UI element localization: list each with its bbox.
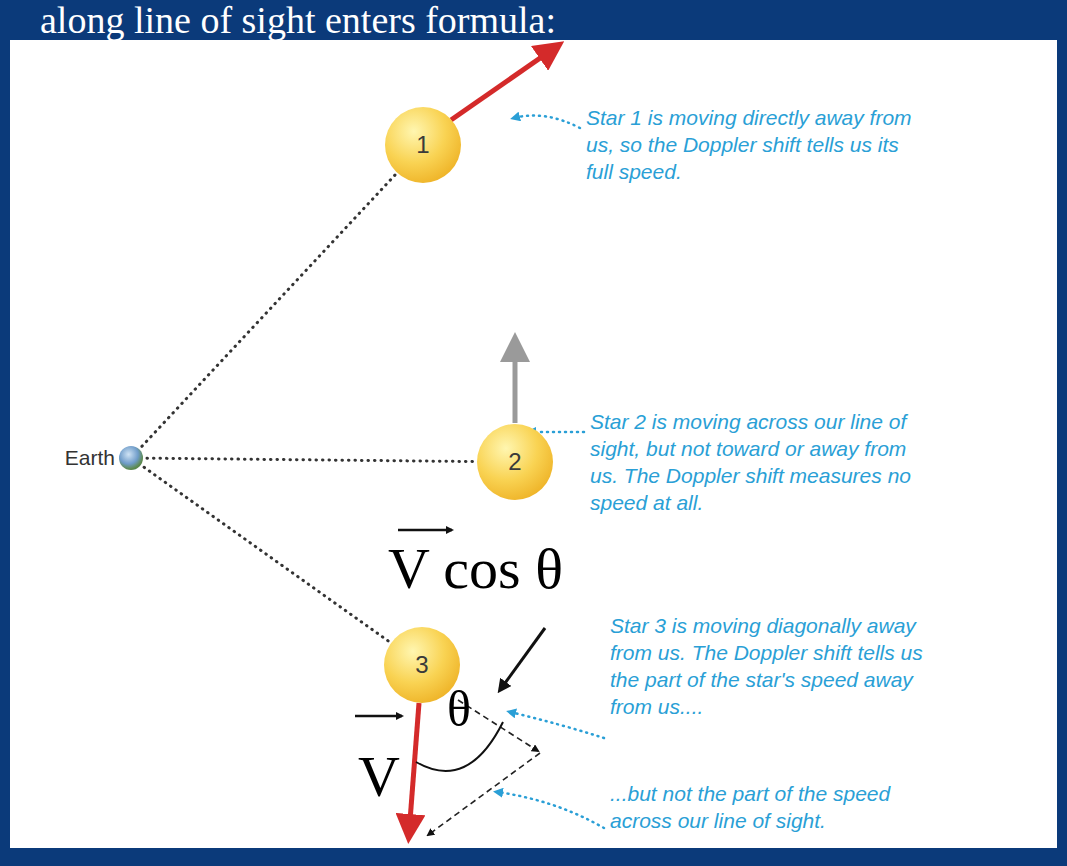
velocity-arrow [513, 342, 518, 423]
star-number: 1 [416, 131, 429, 159]
angle-symbol: θ [447, 684, 471, 734]
slide-title: along line of sight enters formula: [40, 0, 556, 40]
star-number: 3 [415, 651, 428, 679]
velocity-arrow [451, 47, 556, 120]
star-number: 2 [508, 448, 521, 476]
annotation-note: Star 3 is moving diagonally away from us… [610, 612, 950, 720]
vector-mark [355, 715, 402, 718]
vector-symbol: V [358, 748, 400, 806]
earth-label: Earth [65, 446, 115, 470]
annotation-note: Star 1 is moving directly away from us, … [586, 104, 926, 185]
leader-line [510, 712, 604, 738]
sight-line [147, 458, 477, 461]
velocity-arrow [409, 703, 419, 834]
star-circle: 2 [477, 424, 553, 500]
leader-line [497, 792, 604, 828]
sight-line [144, 467, 391, 643]
annotation-note: ...but not the part of the speed across … [610, 780, 950, 834]
vector-mark [398, 529, 452, 532]
earth-circle: Earth [119, 446, 143, 470]
sight-line [142, 173, 397, 447]
component-formula: V cos θ [388, 540, 563, 598]
leader-line [514, 116, 580, 128]
component-line [428, 753, 540, 835]
pointer-arrow [500, 628, 545, 690]
star-circle: 1 [385, 107, 461, 183]
annotation-note: Star 2 is moving across our line of sigh… [590, 408, 940, 516]
